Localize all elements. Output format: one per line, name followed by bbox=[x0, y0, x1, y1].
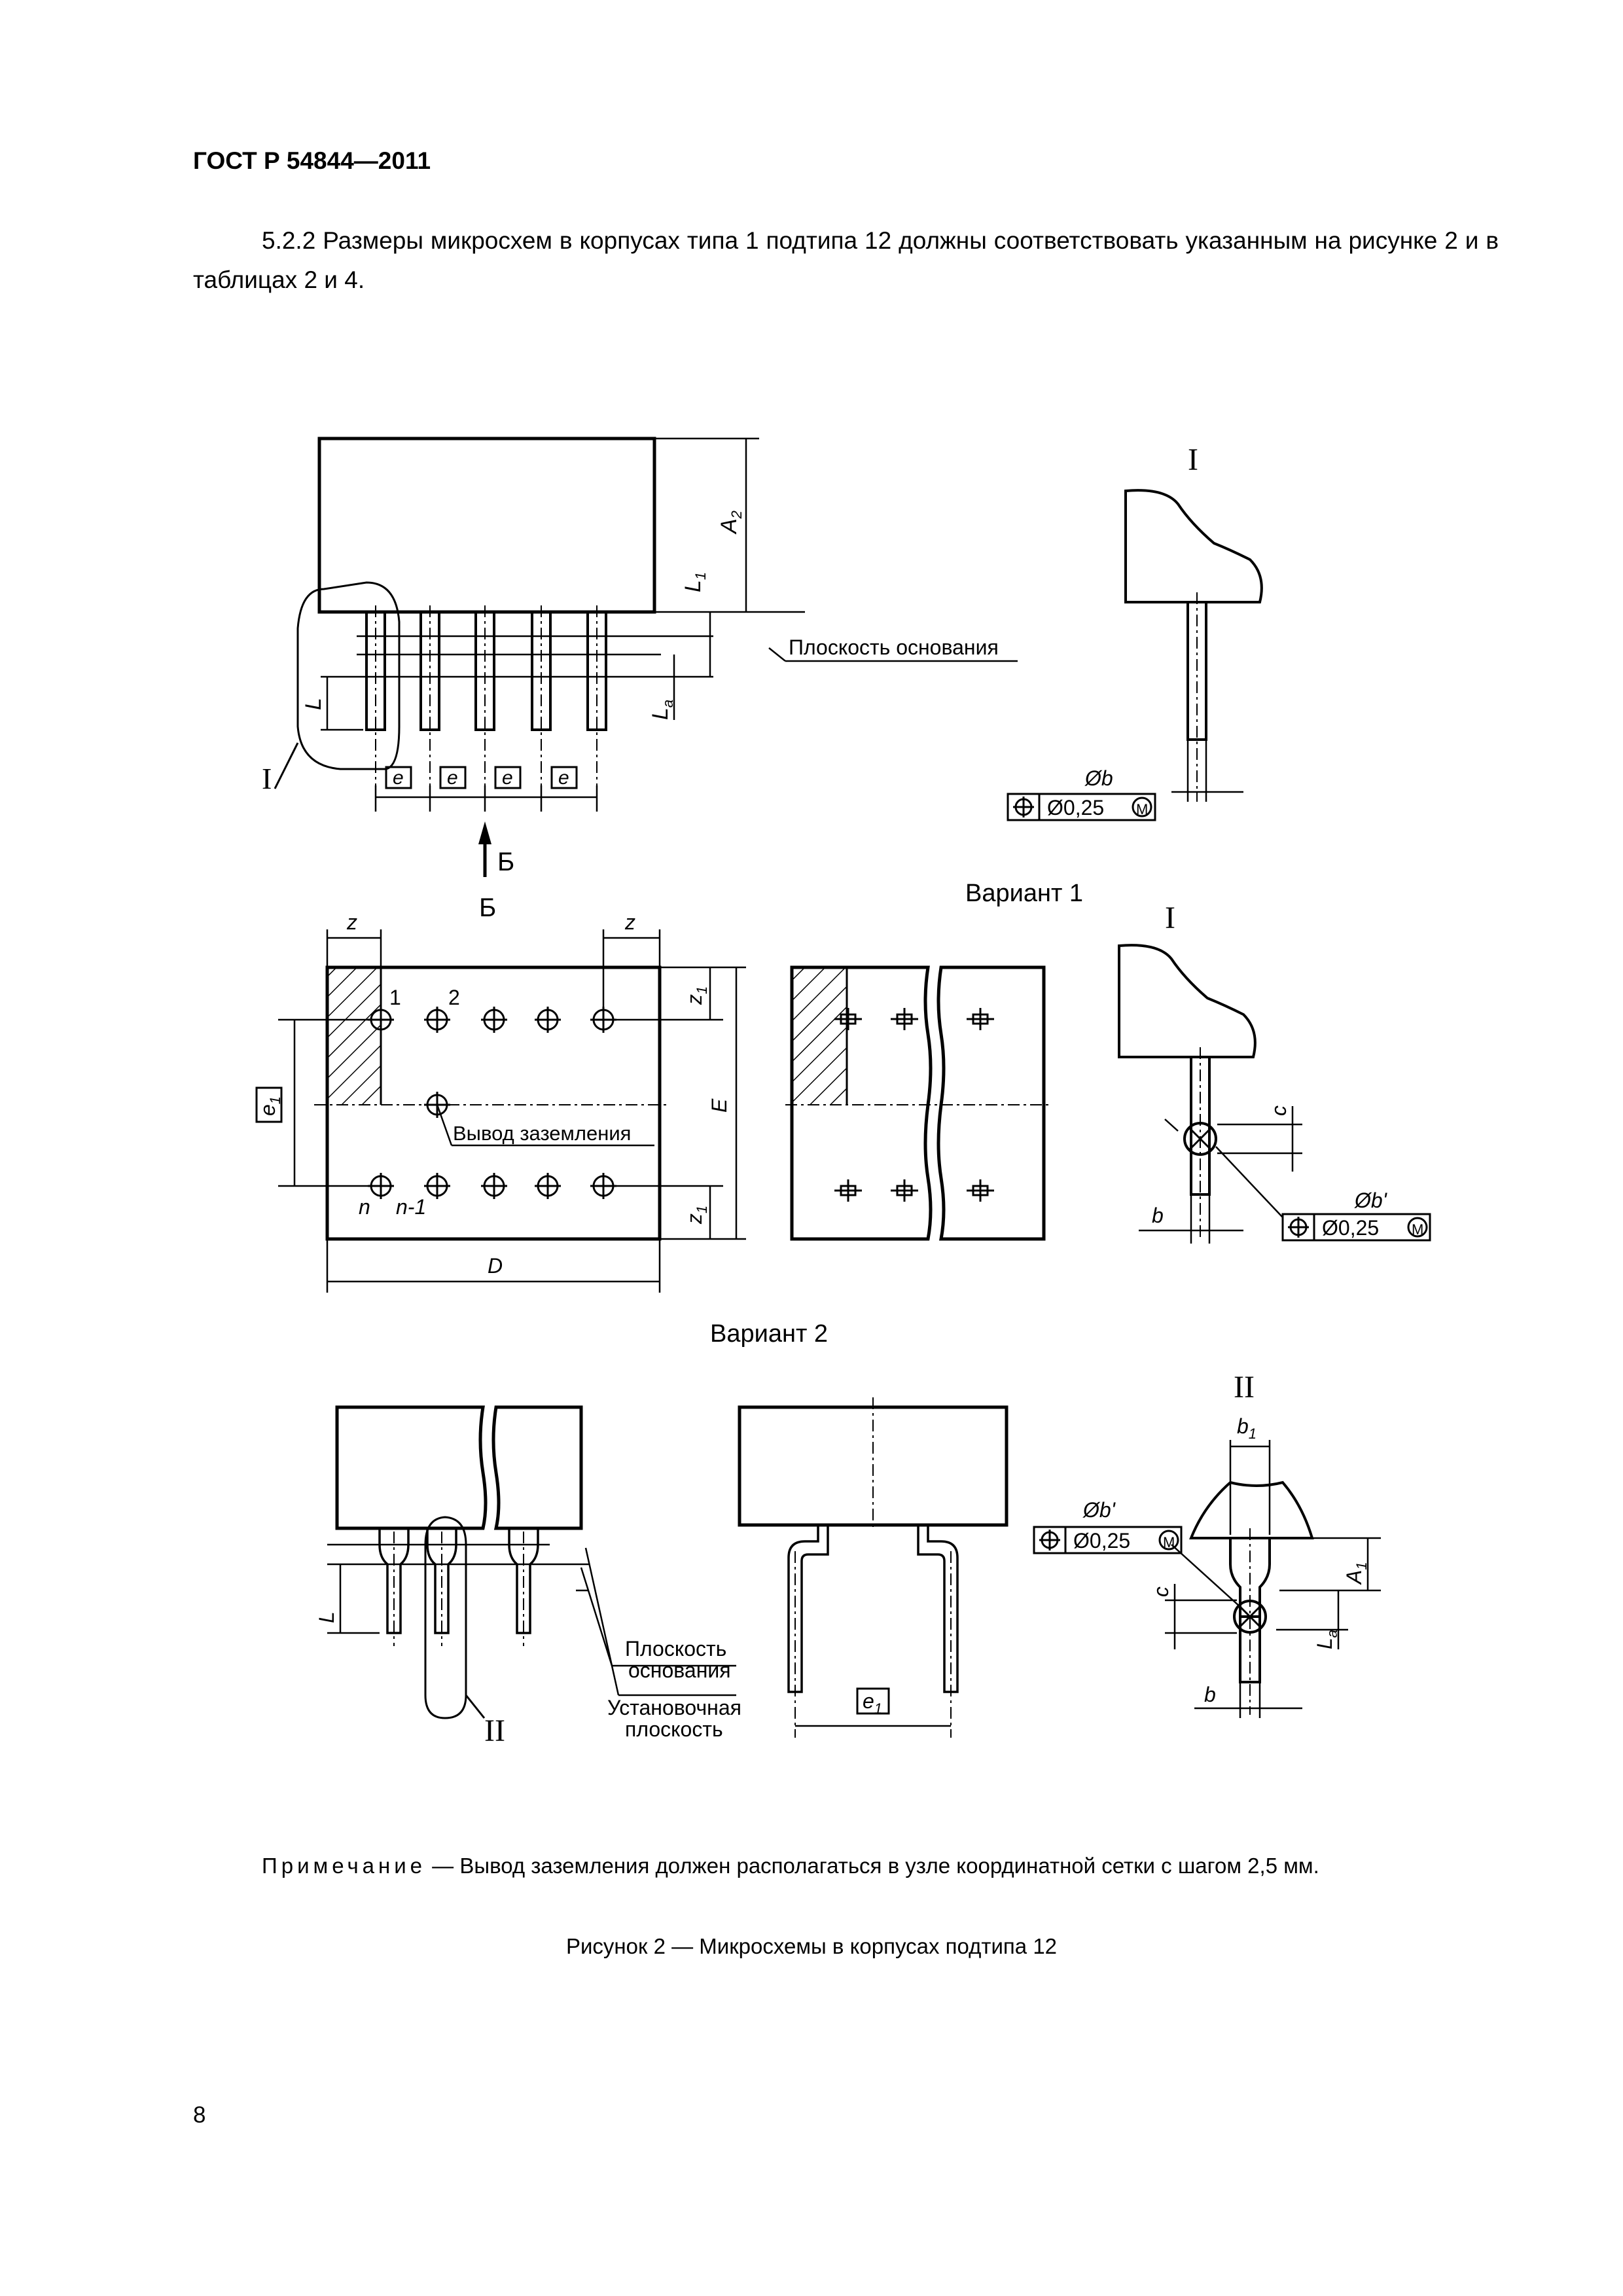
label-detail-I-title: I bbox=[1188, 442, 1198, 477]
label-La: La bbox=[1313, 1630, 1340, 1649]
label-pin-n: n bbox=[359, 1195, 370, 1219]
variant2-side-view bbox=[327, 1405, 736, 1719]
label-view-B: Б bbox=[479, 893, 496, 922]
label-ground-pin: Вывод заземления bbox=[453, 1122, 631, 1145]
variant1-bottom-labels: z z 1 2 n n-1 Вывод заземления e1 E z1 z… bbox=[256, 910, 731, 1278]
label-e1: e1 bbox=[863, 1689, 882, 1717]
label-La: La bbox=[648, 700, 676, 720]
label-c: c bbox=[1149, 1587, 1173, 1597]
label-pin-2: 2 bbox=[448, 986, 460, 1009]
label-E: E bbox=[707, 1098, 731, 1113]
label-z1: z1 bbox=[683, 986, 710, 1005]
label-A2: A2 bbox=[717, 511, 745, 535]
label-e: e bbox=[558, 767, 569, 789]
top-view-labels: A2 L1 L La Плоскость основания I e e e e… bbox=[262, 511, 999, 922]
figure-caption: Рисунок 2 — Микросхемы в корпусах подтип… bbox=[565, 1934, 1058, 1958]
label-pin-1: 1 bbox=[389, 986, 401, 1009]
label-base-plane: Плоскость основания bbox=[789, 636, 999, 659]
label-b: b bbox=[1152, 1204, 1164, 1227]
label-dia-b: Øb bbox=[1084, 766, 1113, 790]
variant2-side-labels: L Плоскость основания Установочная плоск… bbox=[315, 1611, 741, 1748]
detail-I-top bbox=[1007, 489, 1263, 821]
label-tolerance: Ø0,25 bbox=[1322, 1216, 1379, 1240]
variant-2-title: Вариант 2 bbox=[710, 1320, 828, 1348]
label-pin-n-1: n-1 bbox=[396, 1195, 426, 1219]
label-detail-II: II bbox=[484, 1713, 505, 1748]
label-b: b bbox=[1204, 1683, 1216, 1706]
label-tolerance: Ø0,25 bbox=[1047, 796, 1104, 819]
label-z: z bbox=[624, 910, 635, 934]
label-tolerance: Ø0,25 bbox=[1073, 1529, 1130, 1552]
label-D: D bbox=[488, 1254, 503, 1278]
label-e1: e1 bbox=[256, 1096, 283, 1116]
label-detail-I-v1: I bbox=[1165, 901, 1175, 935]
note-text: — Вывод заземления должен располагаться … bbox=[426, 1854, 1319, 1878]
detail-II-labels: II b1 Øb' Ø0,25 M A1 c La b bbox=[1073, 1370, 1370, 1706]
label-detail-I: I bbox=[262, 762, 272, 795]
body-paragraph: 5.2.2 Размеры микросхем в корпусах типа … bbox=[193, 227, 1499, 293]
label-e: e bbox=[393, 767, 404, 789]
label-c: c bbox=[1267, 1105, 1291, 1116]
label-base-plane-1: Плоскость bbox=[625, 1637, 726, 1660]
label-e: e bbox=[447, 767, 458, 789]
label-L: L bbox=[315, 1611, 338, 1623]
label-mount-plane-1: Установочная bbox=[607, 1696, 741, 1719]
detail-I-top-labels: I Øb Ø0,25 M bbox=[1047, 442, 1198, 819]
label-dia-b-prime: Øb' bbox=[1082, 1498, 1116, 1522]
note-label: Примечание bbox=[262, 1854, 427, 1878]
label-modifier-M: M bbox=[1163, 1534, 1175, 1551]
label-modifier-M: M bbox=[1136, 801, 1148, 817]
label-A1: A1 bbox=[1342, 1562, 1370, 1585]
detail-II bbox=[1033, 1440, 1381, 1718]
label-modifier-M: M bbox=[1412, 1221, 1423, 1238]
label-L: L bbox=[301, 698, 326, 710]
label-b1: b1 bbox=[1237, 1414, 1257, 1442]
variant2-front-view bbox=[738, 1397, 1008, 1738]
label-z1: z1 bbox=[683, 1206, 710, 1225]
label-dia-b-prime: Øb' bbox=[1354, 1189, 1388, 1212]
variant1-bottom-view bbox=[255, 929, 746, 1293]
label-e: e bbox=[502, 767, 513, 789]
label-mount-plane-2: плоскость bbox=[625, 1717, 723, 1741]
top-view bbox=[274, 437, 1018, 877]
variant-1-title: Вариант 1 bbox=[965, 880, 1083, 907]
label-detail-II-title: II bbox=[1234, 1370, 1255, 1405]
variant2-front-labels: e1 bbox=[863, 1689, 882, 1717]
detail-I-variant1 bbox=[1118, 944, 1431, 1244]
figure-note: Примечание — Вывод заземления должен рас… bbox=[262, 1854, 1319, 1878]
standard-header: ГОСТ Р 54844—2011 bbox=[193, 147, 431, 174]
page-number: 8 bbox=[193, 2102, 206, 2128]
label-base-plane-2: основания bbox=[628, 1659, 731, 1682]
label-arrow-B: Б bbox=[497, 848, 514, 876]
label-L1: L1 bbox=[681, 572, 709, 592]
detail-I-variant1-labels: I c b Øb' Ø0,25 M bbox=[1152, 901, 1423, 1240]
variant1-broken-view bbox=[785, 965, 1050, 1241]
label-z: z bbox=[346, 910, 357, 934]
